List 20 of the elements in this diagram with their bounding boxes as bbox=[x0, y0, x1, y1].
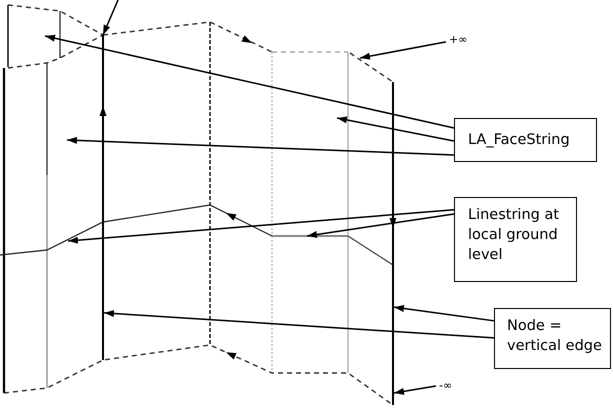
callout-text: Linestring at local ground level bbox=[468, 206, 560, 265]
leader-arrow bbox=[336, 116, 454, 142]
leader-arrow bbox=[306, 213, 454, 238]
leader-arrow bbox=[104, 310, 494, 339]
callout-box bbox=[454, 197, 577, 282]
leader-arrow bbox=[394, 305, 494, 322]
callout-box bbox=[494, 308, 611, 369]
leader-arrow bbox=[44, 34, 454, 129]
limit-label: +∞ bbox=[446, 32, 474, 48]
leader-arrow bbox=[66, 136, 454, 156]
leader-arrow bbox=[394, 385, 436, 395]
leader-arrow bbox=[68, 209, 454, 244]
leader-arrow bbox=[102, 0, 119, 36]
callout-text: LA_FaceString bbox=[468, 131, 570, 150]
vertical-edge-line bbox=[102, 35, 104, 360]
callout-box bbox=[454, 118, 597, 162]
callout-text: Node = vertical edge bbox=[507, 317, 603, 356]
limit-label: -∞ bbox=[436, 378, 464, 394]
leader-arrow bbox=[360, 41, 446, 60]
vertical-edge-line bbox=[392, 82, 394, 405]
